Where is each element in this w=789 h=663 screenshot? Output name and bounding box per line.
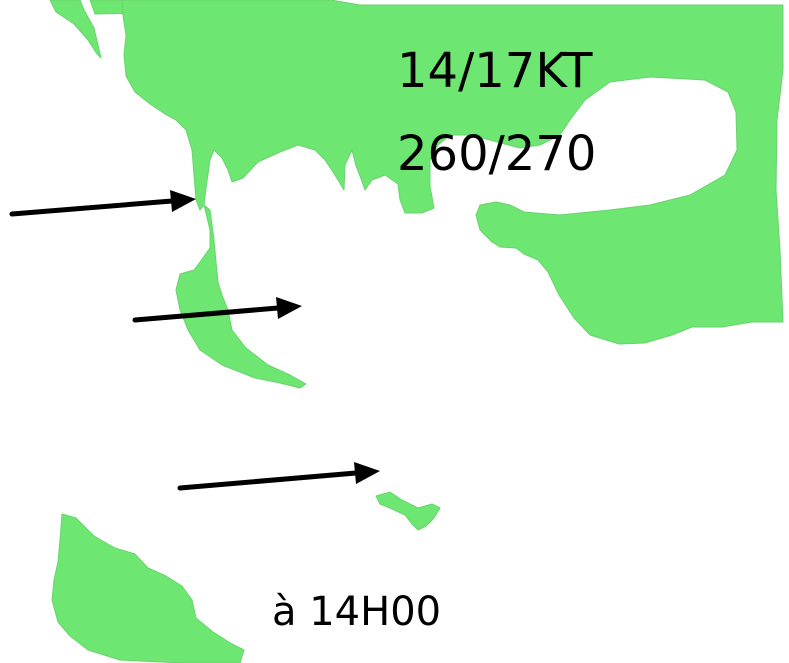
arrow-shaft <box>132 305 281 323</box>
arrow-shaft <box>9 198 175 217</box>
land-layer <box>49 0 784 663</box>
arrow-right-icon <box>170 190 196 212</box>
land-north-main <box>121 0 784 345</box>
arrow-right-icon <box>276 297 302 319</box>
arrow-right-icon <box>354 462 380 484</box>
time-label: à 14H00 <box>272 589 442 635</box>
land-top-left <box>49 0 102 59</box>
wind-arrow-upper <box>9 190 196 217</box>
land-south <box>51 513 245 663</box>
arrow-shaft <box>177 470 359 491</box>
land-west-peninsula <box>175 204 307 389</box>
wind-direction-label: 260/270 <box>397 126 597 182</box>
land-islet <box>375 491 441 531</box>
wind-arrow-middle <box>132 297 302 323</box>
wind-arrow-lower <box>177 462 380 491</box>
wind-speed-label: 14/17KT <box>397 43 593 99</box>
